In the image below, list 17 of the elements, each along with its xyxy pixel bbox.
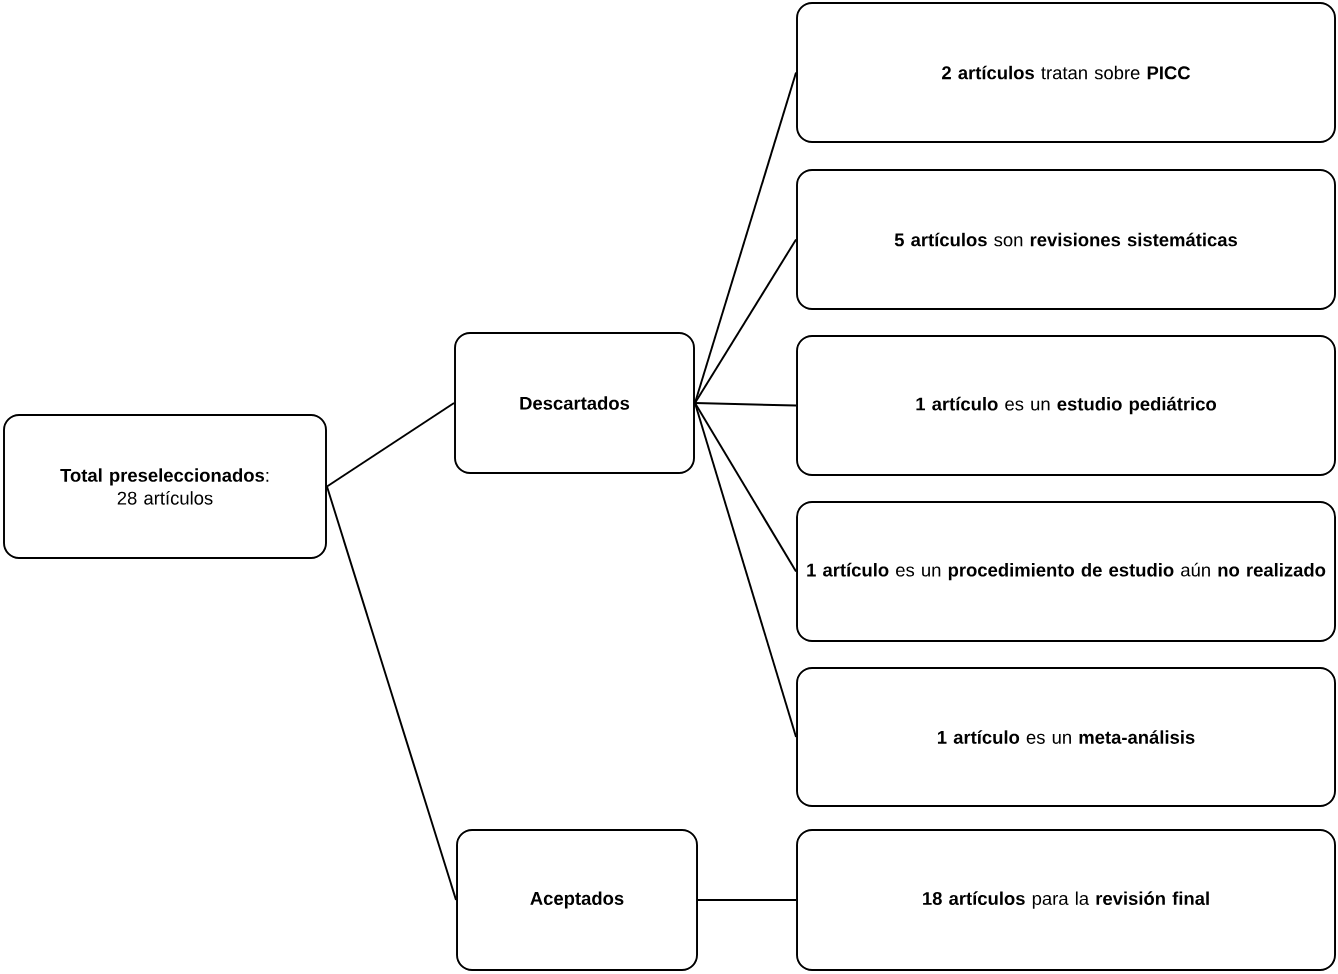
process-box: 18 artículos para la revisión final [796,829,1336,971]
connector-line [694,402,797,573]
connector-line [694,402,797,738]
connector-line [694,71,797,404]
process-box: 1 artículo es un estudio pediátrico [796,335,1336,476]
process-box: 1 artículo es un procedimiento de estudio aún no realizado [796,501,1336,642]
connector-line [326,485,457,901]
connector-line [694,402,797,407]
process-box: 5 artículos son revisiones sistemáticas [796,169,1336,310]
process-box: Descartados [454,332,695,474]
connector-line [326,402,455,488]
connector-line [697,899,797,901]
process-box: Aceptados [456,829,698,971]
process-box: 2 artículos tratan sobre PICC [796,2,1336,143]
process-box: 1 artículo es un meta-análisis [796,667,1336,807]
connector-line [694,238,797,404]
process-box: Total preseleccionados: 28 artículos [3,414,327,559]
